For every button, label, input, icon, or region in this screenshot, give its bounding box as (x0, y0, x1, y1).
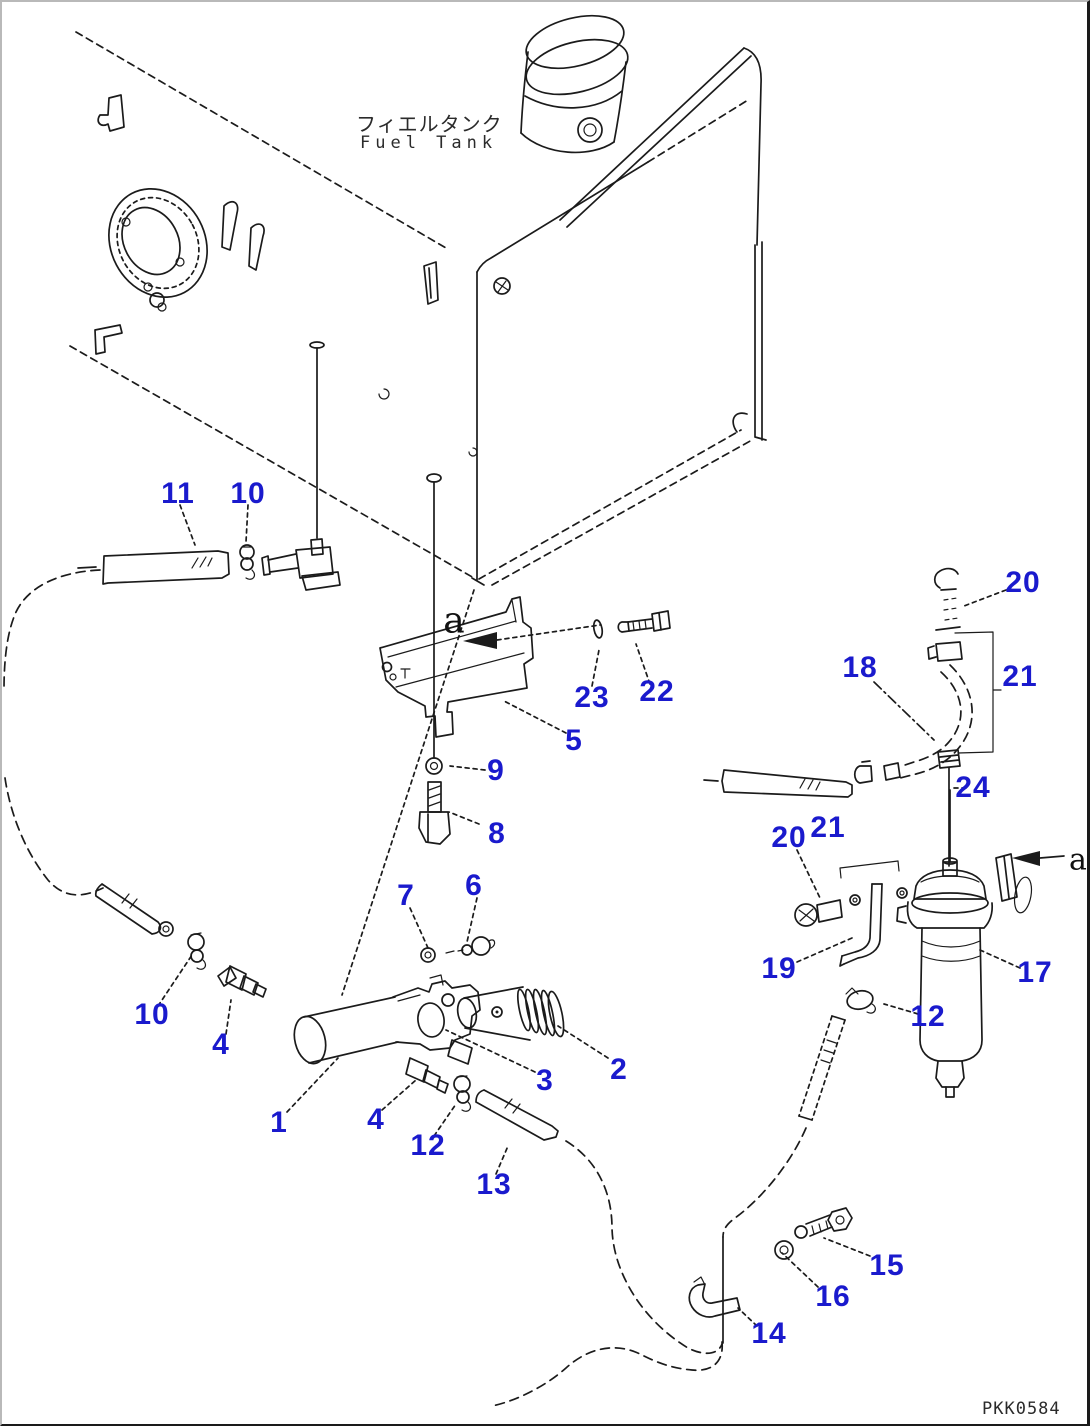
fitting-20-upper (933, 567, 961, 631)
callout-14: 14 (751, 1317, 787, 1350)
filler-neck (520, 14, 629, 154)
callout-18: 18 (842, 651, 878, 684)
callout-20: 20 (771, 821, 807, 854)
drawing-code: PKK0584 (982, 1399, 1061, 1419)
stud-pin (309, 341, 325, 539)
callout-21: 21 (810, 811, 846, 844)
title-english: Fuel Tank (360, 133, 498, 153)
fuel-tank-outline (69, 31, 767, 586)
callout-2: 2 (610, 1053, 628, 1086)
callout-4: 4 (212, 1028, 230, 1061)
bolt-8 (418, 781, 451, 845)
callout-4: 4 (367, 1103, 385, 1136)
hose-clamp-10-lower (187, 932, 207, 970)
valve-body (392, 974, 481, 1065)
callout-23: 23 (574, 681, 610, 714)
view-label-a-2: a (1069, 842, 1087, 878)
callout-15: 15 (869, 1249, 905, 1282)
callout-16: 16 (815, 1280, 851, 1313)
view-label-a-1: a (443, 600, 465, 642)
hose-18 (899, 664, 973, 779)
section-arrow-a-center (463, 624, 601, 649)
hose-routing-left (3, 569, 104, 896)
callout-21: 21 (1002, 660, 1038, 693)
hose-clamp-12-center (453, 1075, 472, 1112)
tube-1 (293, 996, 399, 1065)
callout-5: 5 (565, 724, 583, 757)
callout-7: 7 (397, 879, 415, 912)
fitting-4-left (217, 965, 267, 998)
callout-10: 10 (230, 477, 266, 510)
callout-17: 17 (1017, 956, 1053, 989)
callout-11: 11 (161, 477, 195, 510)
callout-10: 10 (134, 998, 170, 1031)
callout-20: 20 (1005, 566, 1041, 599)
callout-22: 22 (639, 675, 675, 708)
bolt-6 (445, 936, 496, 956)
leader-lines (157, 504, 1021, 1327)
callout-3: 3 (536, 1064, 554, 1097)
hose-13 (475, 1089, 559, 1141)
callout-19: 19 (761, 952, 797, 985)
washer-7 (420, 947, 436, 963)
gasket-3 (417, 1002, 445, 1038)
hose-clamp-10-upper (239, 544, 256, 580)
washer-23 (592, 619, 604, 639)
elbow-20-mid (794, 899, 843, 927)
bolt-15 (794, 1207, 853, 1239)
callout-12: 12 (910, 1000, 946, 1033)
hose-clamp-18 (853, 760, 901, 784)
washer-16 (774, 1240, 794, 1260)
filter-17 (896, 789, 1033, 1098)
fitting-21-right (927, 641, 963, 662)
fitting-4-center (405, 1057, 449, 1094)
bracket-5 (379, 596, 534, 738)
hose-below-filter (798, 1015, 846, 1121)
pipe-19 (839, 883, 883, 967)
strainer-2 (456, 986, 565, 1041)
hose-11 (77, 550, 230, 585)
tank-flange-ring (108, 188, 208, 312)
bolt-22 (617, 610, 671, 633)
callout-6: 6 (465, 869, 483, 902)
washers-21-mid (839, 860, 908, 906)
elbow-fitting (261, 538, 341, 591)
hose-straight-right (703, 769, 853, 798)
callout-12: 12 (410, 1129, 446, 1162)
hose-clamp-12-right (845, 987, 876, 1014)
hose-clamp-14 (688, 1276, 741, 1318)
callout-1: 1 (270, 1106, 288, 1139)
hose-routing-bottom (491, 1127, 807, 1407)
nut-24 (937, 749, 961, 867)
tank-clips (94, 94, 511, 355)
callout-24: 24 (955, 771, 991, 804)
callout-9: 9 (487, 754, 505, 787)
callout-13: 13 (476, 1168, 512, 1201)
title-japanese: フィエルタンク (356, 112, 503, 136)
hose-end-fitting (94, 883, 174, 937)
bracket-span-21-right (954, 631, 1002, 754)
callout-8: 8 (488, 817, 506, 850)
section-arrow-a-right (1012, 851, 1065, 866)
